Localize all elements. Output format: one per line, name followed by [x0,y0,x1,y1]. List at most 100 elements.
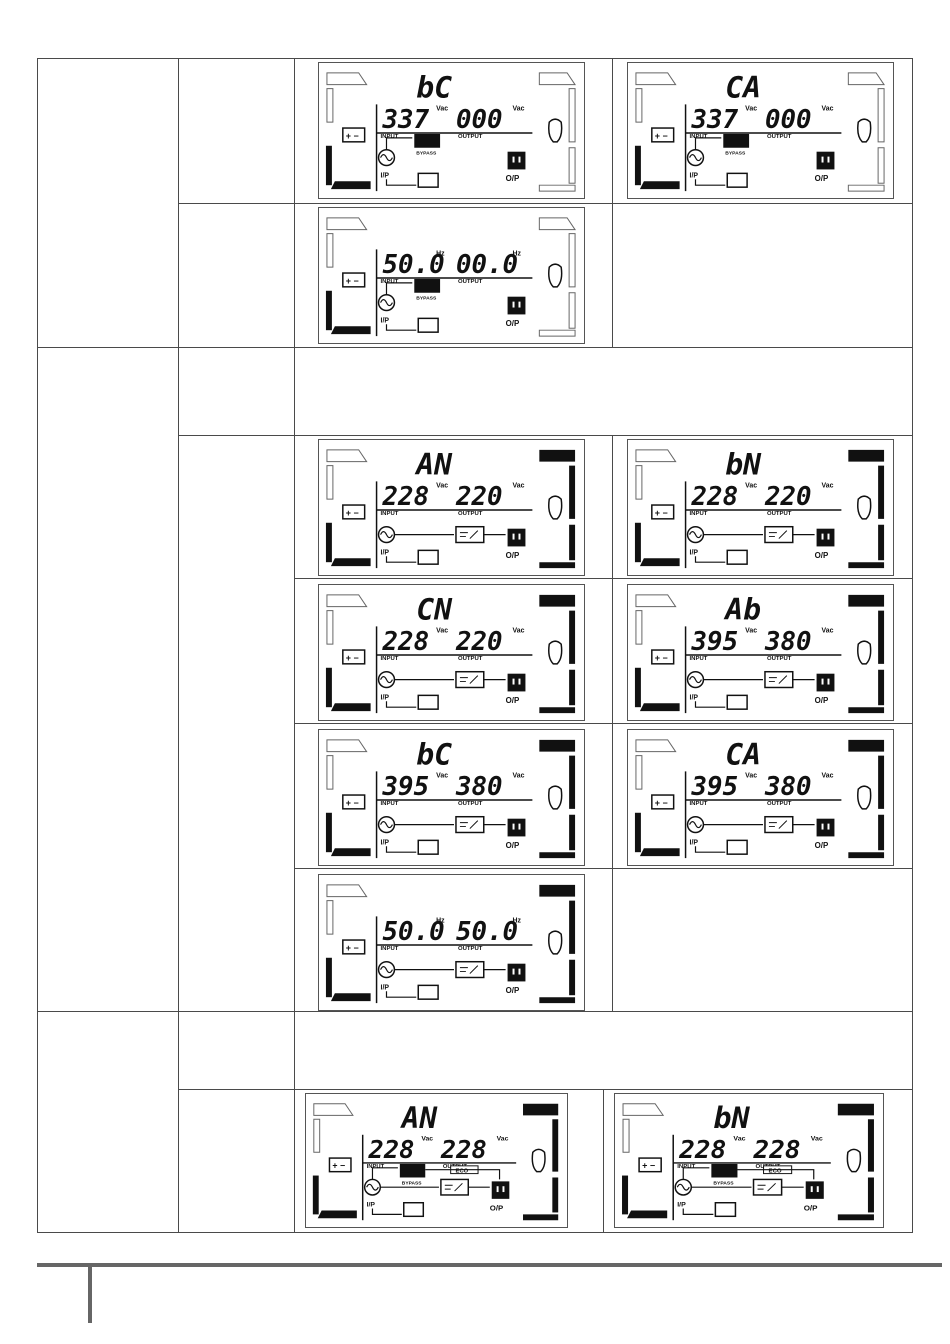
outlet-icon [507,673,526,692]
outlet-icon [821,156,824,163]
phase-code: CN [416,592,453,627]
bulb-icon [548,495,563,520]
output-value: 50.0 [456,917,518,947]
outlet-icon [507,296,526,315]
right-bar-outline [877,147,885,184]
ip-label: I/P [367,1202,376,1209]
left-bar-outline [635,449,677,463]
right-battery-bar [878,524,885,561]
outlet-icon [816,673,835,692]
right-battery-bar [848,449,885,462]
battery-icon [342,649,366,665]
left-bar-outline [635,594,677,608]
output-unit: Vac [513,772,525,779]
outlet-icon [512,968,515,975]
charge-path [385,556,417,563]
charge-path [682,1208,714,1215]
ip-label: I/P [690,549,699,556]
right-battery-bar [569,755,576,809]
bulb-icon [531,1148,546,1173]
outlet-icon [491,1181,510,1199]
input-value: 395 [382,772,430,802]
outlet-icon [512,301,515,308]
ip-label: I/P [381,549,390,556]
right-battery-bar [539,884,576,897]
outlet-icon [496,1186,499,1193]
inverter-icon [459,675,479,684]
phase-code: bC [416,70,452,105]
right-battery-bar [539,707,576,714]
right-battery-bar [539,594,576,607]
bypass-path [694,137,722,150]
bypass-label: BYPASS [402,1180,422,1186]
output-label: OUTPUT [767,656,792,662]
ac-source-icon [380,299,393,307]
input-unit: Vac [745,772,757,779]
left-bar-outline [635,72,677,86]
left-bar-outline [326,449,368,463]
battery-icon [342,939,366,955]
output-label: OUTPUT [767,134,792,140]
outlet-icon [512,678,515,685]
input-value: 50.0 [383,917,445,947]
ip-label: I/P [690,694,699,701]
output-unit: Vac [513,105,525,112]
inverter-icon [459,965,479,974]
right-bar-outline [568,292,576,329]
op-label: O/P [506,696,520,705]
output-value: 000 [456,105,503,135]
battery-charge-icon [726,549,748,565]
output-unit: Vac [822,105,834,112]
battery-charge-icon [714,1202,737,1218]
right-battery-bar [848,562,885,569]
outlet-icon [507,151,526,170]
charge-path [371,1208,402,1215]
right-bar-outline [538,329,576,337]
outlet-icon [816,818,835,837]
ip-label: I/P [381,984,390,991]
ac-source-icon [689,821,702,829]
right-battery-bar [569,669,576,706]
input-label: INPUT [381,801,399,807]
outlet-icon [821,533,824,540]
right-bar-outline [877,88,885,143]
battery-icon: + − [655,653,668,663]
output-unit: Vac [822,772,834,779]
inverter-icon [455,670,485,689]
right-battery-bar [848,739,885,752]
left-load-bar [622,1175,629,1215]
input-unit: Vac [745,105,757,112]
right-battery-bar [837,1103,874,1116]
right-battery-bar [867,1119,874,1172]
op-label: O/P [815,696,829,705]
eco-path [425,1169,501,1180]
left-load-bar [639,558,680,567]
outlet-icon [512,533,515,540]
ac-source-icon [380,676,393,684]
right-bar-outline [568,88,576,143]
right-battery-bar [523,1103,559,1116]
right-battery-bar [523,1214,559,1221]
battery-charge-icon [417,694,439,710]
left-bar-outline [326,755,334,790]
outlet-icon [518,968,521,975]
bulb-icon [846,1148,862,1173]
op-label: O/P [804,1204,818,1213]
outlet-icon [816,528,835,547]
footer-tick [88,1263,92,1323]
outlet-icon [827,823,830,830]
battery-icon [638,1157,662,1173]
phase-code: AN [414,447,453,482]
outlet-icon [507,963,526,982]
output-unit: Vac [822,627,834,634]
ac-source-icon [689,154,702,162]
right-battery-bar [539,562,576,569]
footer-rule [37,1263,942,1267]
right-bar-outline [568,233,576,288]
input-value: 228 [368,1134,415,1164]
